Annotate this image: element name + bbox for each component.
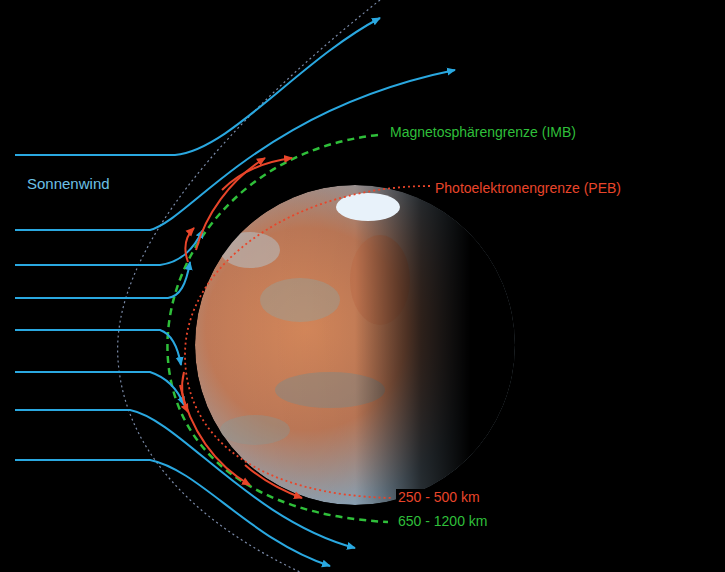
boundary-label: 650 - 1200 km xyxy=(396,513,490,529)
boundary-label: Photoelektronengrenze (PEB) xyxy=(433,180,623,196)
flow-arrows xyxy=(180,158,302,498)
peb-boundary xyxy=(185,186,430,498)
boundary-label: 250 - 500 km xyxy=(396,489,482,505)
mars-planet xyxy=(190,180,520,510)
solar-wind-lines xyxy=(15,18,455,566)
boundary-label: Magnetosphärengrenze (IMB) xyxy=(388,124,578,140)
imb-boundary xyxy=(167,135,388,522)
boundary-label: Sonnenwind xyxy=(25,176,112,192)
